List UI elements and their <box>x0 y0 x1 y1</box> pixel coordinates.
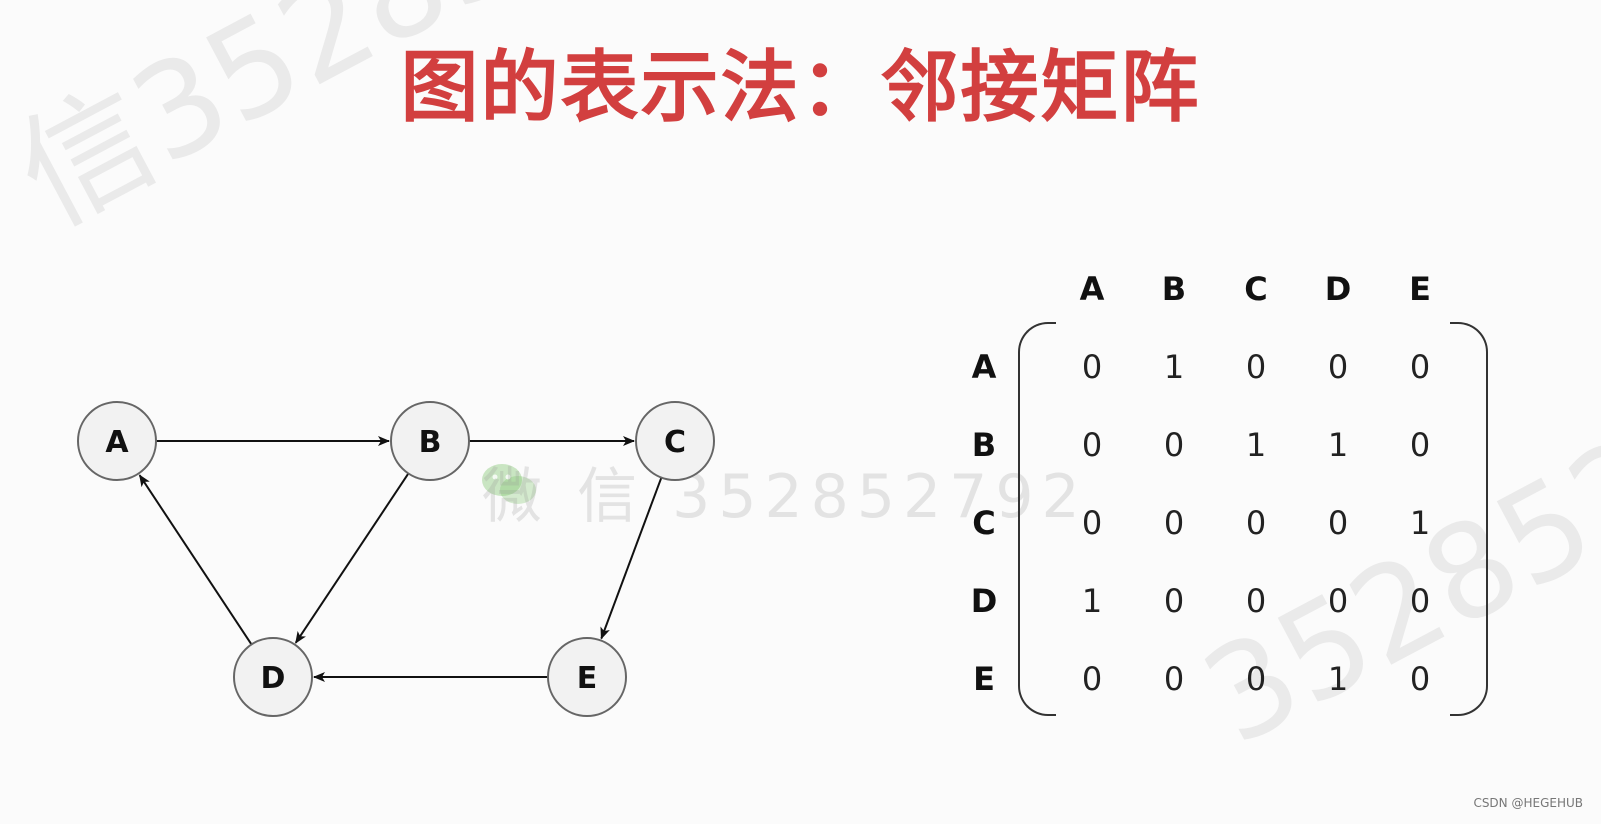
matrix-cell: 0 <box>1245 582 1267 620</box>
node-label: A <box>105 425 129 460</box>
node-circle <box>77 401 157 481</box>
directed-graph: A B C D E <box>77 401 715 717</box>
edges-layer <box>138 436 663 682</box>
graph-node-b: B <box>390 401 470 481</box>
matrix-cell: 0 <box>1245 504 1267 542</box>
matrix-cell: 1 <box>1327 660 1349 698</box>
matrix-cell: 0 <box>1245 348 1267 386</box>
matrix-cell: 0 <box>1409 660 1431 698</box>
matrix-cell: 0 <box>1327 582 1349 620</box>
edge-c-e <box>600 477 663 640</box>
graph-node-a: A <box>77 401 157 481</box>
matrix-cell: 0 <box>1163 582 1185 620</box>
matrix-cell: 1 <box>1409 504 1431 542</box>
nodes-layer: A B C D E <box>77 401 715 717</box>
node-label: D <box>261 661 286 696</box>
matrix-cell: 1 <box>1081 582 1103 620</box>
wechat-icon <box>482 464 536 504</box>
node-label: B <box>419 425 442 460</box>
matrix-cell: 0 <box>1409 582 1431 620</box>
matrix-cell: 0 <box>1081 426 1103 464</box>
node-circle <box>635 401 715 481</box>
matrix-col-header-e: E <box>1409 270 1431 308</box>
matrix-row-header-d: D <box>970 582 998 620</box>
graph-node-d: D <box>233 637 313 717</box>
matrix-col-header-c: C <box>1244 270 1268 308</box>
matrix-right-bracket <box>1450 322 1488 716</box>
matrix-cell: 1 <box>1245 426 1267 464</box>
matrix-row-header-e: E <box>973 660 995 698</box>
matrix-col-header-b: B <box>1161 270 1187 308</box>
matrix-cell: 0 <box>1245 660 1267 698</box>
graph-node-e: E <box>547 637 627 717</box>
matrix-cell: 0 <box>1163 426 1185 464</box>
matrix-col-header-d: D <box>1324 270 1352 308</box>
matrix-cell: 0 <box>1163 504 1185 542</box>
node-label: C <box>664 425 686 460</box>
matrix-cell: 0 <box>1081 348 1103 386</box>
node-circle <box>390 401 470 481</box>
matrix-cell: 0 <box>1081 660 1103 698</box>
edge-b-d <box>294 472 410 644</box>
edge-d-a <box>138 474 253 646</box>
node-circle <box>233 637 313 717</box>
page-title: 图的表示法：邻接矩阵 <box>400 43 1201 133</box>
matrix-col-header-a: A <box>1079 270 1105 308</box>
credit-text: CSDN @HEGEHUB <box>1473 796 1583 810</box>
node-label: E <box>577 661 598 696</box>
matrix-cell: 0 <box>1163 660 1185 698</box>
matrix-cell: 0 <box>1409 348 1431 386</box>
matrix-cell: 0 <box>1327 504 1349 542</box>
matrix-row-header-a: A <box>971 348 997 386</box>
matrix-cell: 0 <box>1409 426 1431 464</box>
matrix-cell: 1 <box>1163 348 1185 386</box>
matrix-cell: 0 <box>1327 348 1349 386</box>
matrix-cell: 0 <box>1081 504 1103 542</box>
matrix-left-bracket <box>1018 322 1056 716</box>
matrix-row-header-c: C <box>972 504 996 542</box>
matrix-cell: 1 <box>1327 426 1349 464</box>
node-circle <box>547 637 627 717</box>
matrix-row-header-b: B <box>971 426 997 464</box>
graph-node-c: C <box>635 401 715 481</box>
